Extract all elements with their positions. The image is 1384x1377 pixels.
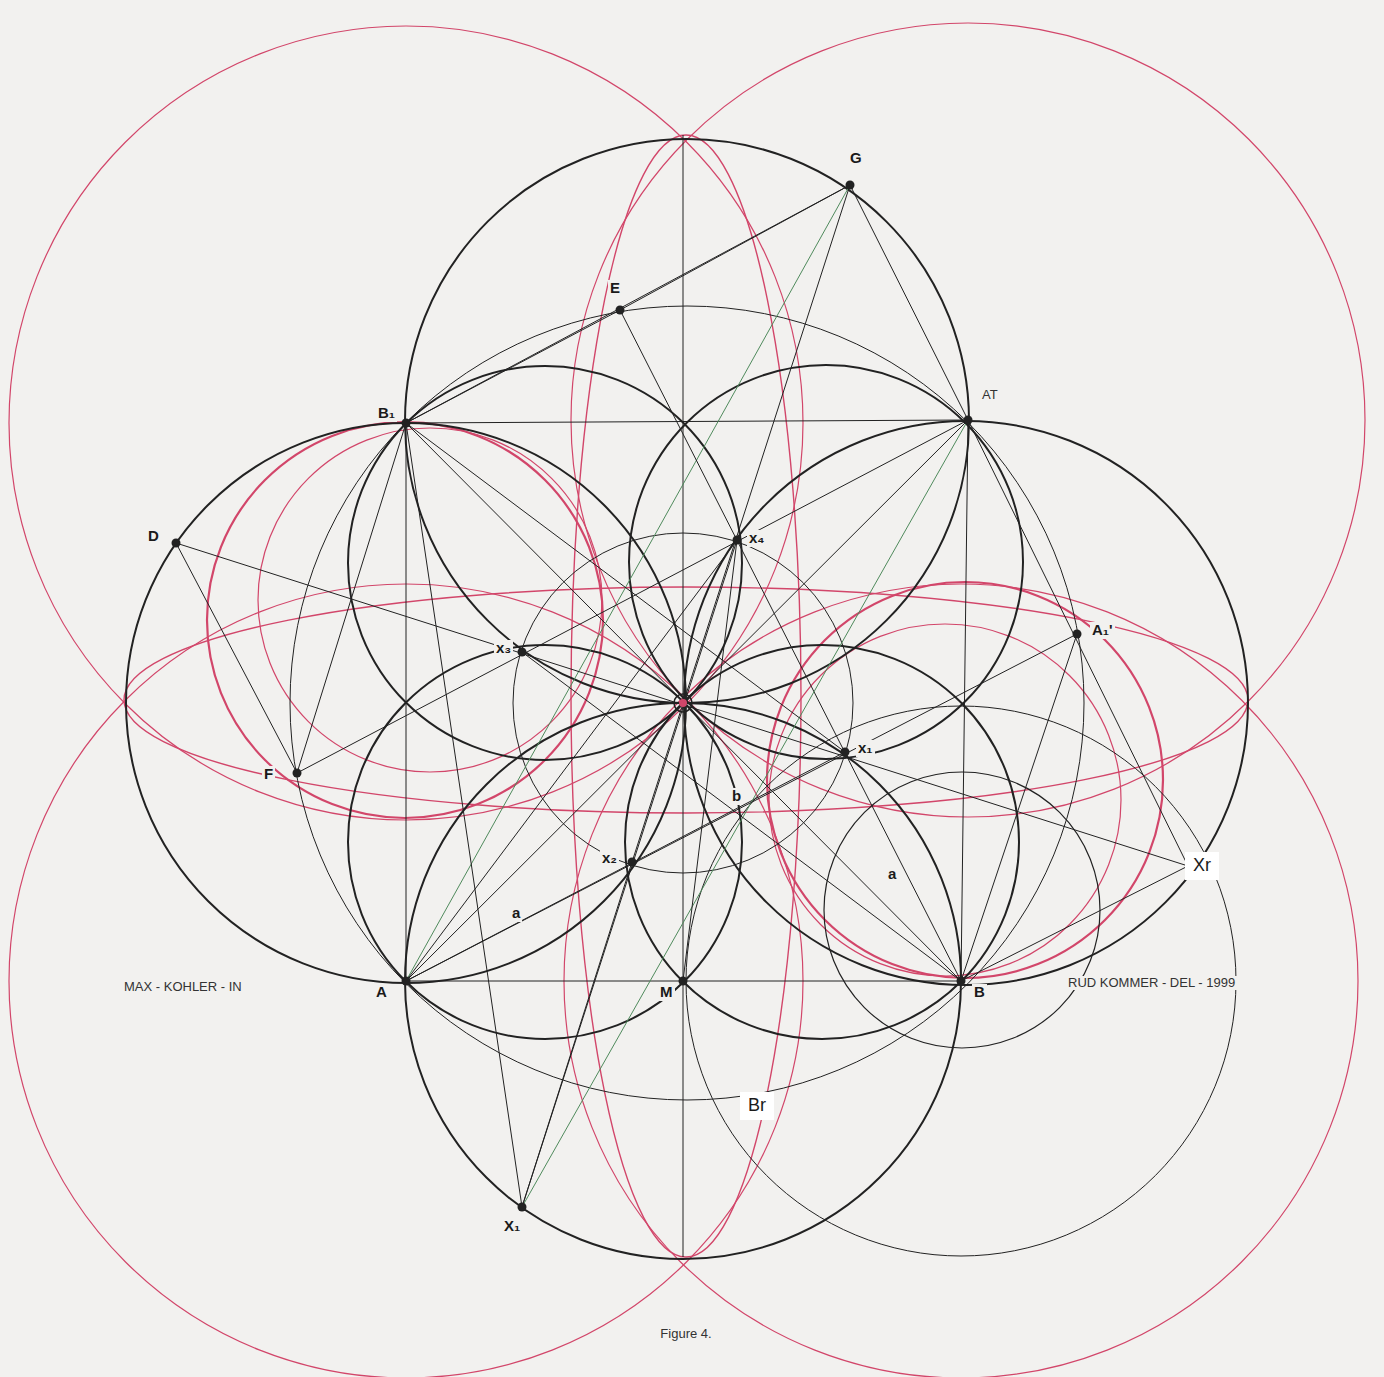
construction-line [406,310,620,423]
annotation-label: Xr [1185,852,1219,880]
construction-line [683,540,737,981]
point-label: x₂ [600,850,619,867]
construction-point [172,539,181,548]
point-label: B [972,984,987,1001]
construction-point [402,977,411,986]
point-label: X₁ [502,1218,522,1235]
construction-line [406,423,407,981]
construction-line [406,423,961,981]
center-dot [679,699,687,707]
point-label: a [886,866,898,883]
annotation-label: RUD KOMMER - DEL - 1999 [1066,976,1237,990]
point-label: B₁ [376,405,397,422]
construction-line [297,423,406,773]
point-label: A₁' [1090,622,1115,639]
construction-line [406,185,850,981]
construction-point [616,306,625,315]
black-circle [684,421,1248,985]
construction-point [402,419,411,428]
black-circle [126,423,686,983]
construction-line [406,634,1077,981]
black-circle [625,645,1019,1039]
construction-point [518,648,527,657]
construction-line [850,185,968,420]
construction-point [293,769,302,778]
figure-caption: Figure 4. [660,1326,711,1341]
point-label: G [848,150,864,167]
construction-line [176,543,297,773]
construction-line [522,862,632,1207]
construction-line [632,185,850,862]
construction-point [841,748,850,757]
construction-line [961,420,968,981]
construction-line [522,540,737,1207]
construction-point [846,181,855,190]
point-label: E [608,280,622,297]
point-label: D [146,528,161,545]
point-label: a [510,905,522,922]
construction-line [522,652,961,981]
construction-point [518,1203,527,1212]
construction-point [964,416,973,425]
center-mark [674,694,692,712]
construction-line [961,634,1077,981]
construction-point [957,977,966,986]
construction-line [406,423,845,752]
point-label: A [374,984,389,1001]
construction-line [406,420,968,423]
construction-line [406,423,522,1207]
construction-line [406,420,968,981]
annotation-label: Br [740,1092,774,1120]
black-circle [405,139,969,703]
construction-point [733,536,742,545]
construction-line [968,420,1188,866]
point-label: x₁ [856,740,875,757]
red-circle [207,422,603,818]
construction-line [297,420,968,773]
red-circle [571,23,1365,817]
point-label: M [658,984,675,1001]
annotation-label: AT [980,388,1000,402]
annotation-label: MAX - KOHLER - IN [122,980,244,994]
construction-line [522,420,968,1207]
construction-point [1073,630,1082,639]
point-label: F [262,766,275,783]
construction-point [679,977,688,986]
construction-line [961,866,1188,981]
construction-point [628,858,637,867]
point-label: b [730,788,743,805]
point-label: x₃ [494,640,513,657]
construction-line [176,543,1188,866]
point-label: x₄ [747,530,767,547]
construction-line [620,310,961,981]
construction-line [683,135,684,1257]
